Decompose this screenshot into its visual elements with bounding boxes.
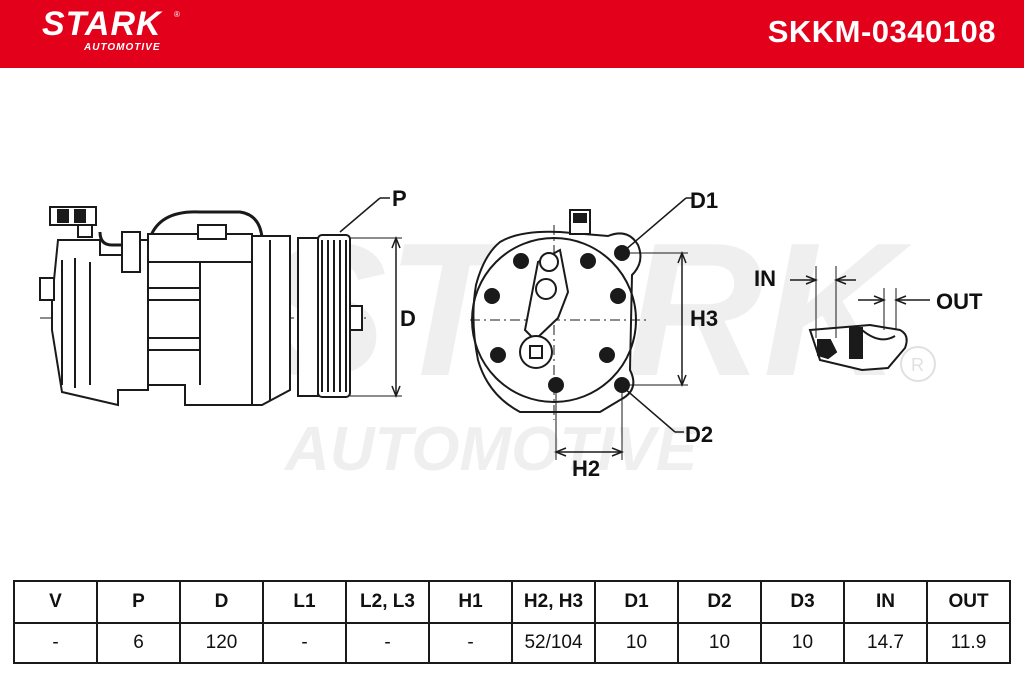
spec-header-h1: H1 [428, 580, 513, 624]
spec-header-l2-l3: L2, L3 [345, 580, 430, 624]
spec-header-d3: D3 [760, 580, 845, 624]
spec-value-h2-h3: 52/104 [511, 622, 596, 664]
specs-header-row: V P D L1 L2, L3 H1 H2, H3 D1 D2 D3 IN OU… [13, 580, 1011, 624]
watermark-registered-icon [900, 346, 936, 382]
spec-value-d: 120 [179, 622, 264, 664]
spec-value-l2-l3: - [345, 622, 430, 664]
label-d: D [400, 306, 416, 331]
spec-value-in: 14.7 [843, 622, 928, 664]
label-h3: H3 [690, 306, 718, 331]
logo-subtitle: AUTOMOTIVE [84, 42, 161, 53]
spec-value-p: 6 [96, 622, 181, 664]
spec-value-v: - [13, 622, 98, 664]
spec-header-out: OUT [926, 580, 1011, 624]
logo-wordmark: STARK [42, 5, 162, 43]
watermark-automotive: AUTOMOTIVE [283, 415, 699, 484]
stark-logo: STARK ® AUTOMOTIVE [42, 5, 180, 53]
label-out: OUT [936, 289, 983, 314]
spec-value-l1: - [262, 622, 347, 664]
spec-value-d1: 10 [594, 622, 679, 664]
label-h2: H2 [572, 456, 600, 481]
spec-value-d3: 10 [760, 622, 845, 664]
spec-header-p: P [96, 580, 181, 624]
spec-value-out: 11.9 [926, 622, 1011, 664]
spec-header-d1: D1 [594, 580, 679, 624]
compressor-technical-drawing: STARK AUTOMOTIVE R [39, 186, 983, 484]
logo-registered-mark: ® [174, 10, 180, 19]
watermark-registered-letter: R [911, 355, 924, 375]
spec-value-d2: 10 [677, 622, 762, 664]
label-d2: D2 [685, 422, 713, 447]
specifications-table: V P D L1 L2, L3 H1 H2, H3 D1 D2 D3 IN OU… [13, 580, 1011, 664]
compressor-front-view [470, 197, 694, 460]
spec-header-l1: L1 [262, 580, 347, 624]
spec-header-h2-h3: H2, H3 [511, 580, 596, 624]
header-bar: STARK ® AUTOMOTIVE SKKM-0340108 [0, 0, 1024, 68]
port-detail-view [790, 266, 930, 372]
part-number: SKKM-0340108 [767, 14, 996, 49]
label-d1: D1 [690, 188, 718, 213]
label-p: P [392, 186, 407, 211]
spec-header-d2: D2 [677, 580, 762, 624]
compressor-side-view [39, 197, 402, 407]
spec-header-d: D [179, 580, 264, 624]
specs-value-row: - 6 120 - - - 52/104 10 10 10 14.7 11.9 [13, 622, 1011, 664]
label-in: IN [754, 266, 776, 291]
spec-value-h1: - [428, 622, 513, 664]
spec-header-in: IN [843, 580, 928, 624]
spec-header-v: V [13, 580, 98, 624]
